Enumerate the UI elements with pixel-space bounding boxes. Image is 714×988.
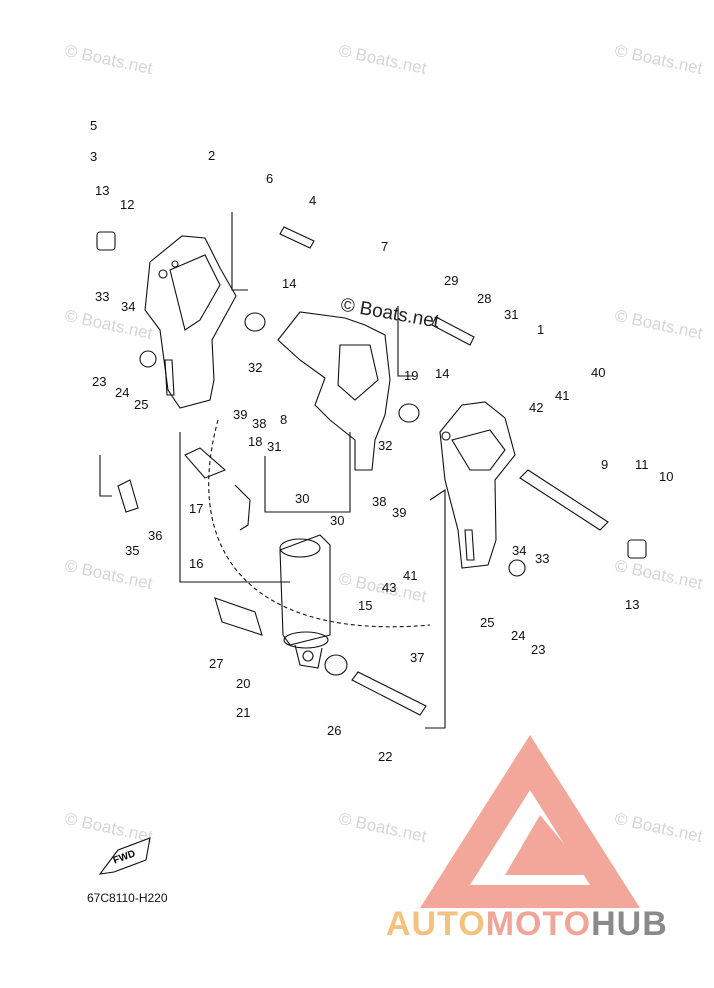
tilt-cylinder: [279, 534, 331, 669]
collar-13b: [627, 539, 647, 559]
callout-6: 6: [266, 171, 273, 186]
callout-41: 41: [403, 568, 417, 583]
collar-13a: [96, 231, 116, 251]
callout-13: 13: [95, 183, 109, 198]
callout-30: 30: [330, 513, 344, 528]
spacer-27: [214, 597, 263, 636]
callout-33: 33: [95, 289, 109, 304]
callout-31: 31: [504, 307, 518, 322]
bush-14a: [244, 312, 266, 332]
callout-37: 37: [410, 650, 424, 665]
callout-39: 39: [392, 505, 406, 520]
callout-5: 5: [90, 118, 97, 133]
brand-part-1: AUTO: [386, 905, 486, 943]
callout-10: 10: [659, 469, 673, 484]
callout-43: 43: [382, 580, 396, 595]
plate-17: [184, 447, 227, 479]
callout-24: 24: [115, 385, 129, 400]
plate-35: [117, 479, 139, 513]
bush-14b: [398, 403, 420, 423]
callout-27: 27: [209, 656, 223, 671]
bush-25a: [139, 350, 157, 368]
callout-38: 38: [252, 416, 266, 431]
callout-25: 25: [480, 615, 494, 630]
callout-42: 42: [529, 400, 543, 415]
callout-41: 41: [555, 388, 569, 403]
callout-23: 23: [92, 374, 106, 389]
callout-21: 21: [236, 705, 250, 720]
rod-16: [234, 484, 251, 531]
left-bracket: [144, 235, 237, 409]
callout-35: 35: [125, 543, 139, 558]
callout-25: 25: [134, 397, 148, 412]
drawing-code: 67C8110-H220: [87, 891, 168, 905]
callout-22: 22: [378, 749, 392, 764]
callout-29: 29: [444, 273, 458, 288]
callout-13: 13: [625, 597, 639, 612]
callout-28: 28: [477, 291, 491, 306]
callout-34: 34: [121, 299, 135, 314]
callout-33: 33: [535, 551, 549, 566]
brand-logo-triangle: [420, 735, 640, 908]
bush-25b: [508, 559, 526, 577]
pin-4: [279, 226, 315, 249]
callout-20: 20: [236, 676, 250, 691]
brand-part-2: MOTO: [485, 905, 592, 943]
callout-32: 32: [248, 360, 262, 375]
brand-wordmark: AUTOMOTOHUB: [386, 905, 668, 944]
hose-37: [208, 419, 431, 628]
callout-2: 2: [208, 148, 215, 163]
callout-1: 1: [537, 322, 544, 337]
callout-19: 19: [404, 368, 418, 383]
callout-15: 15: [358, 598, 372, 613]
right-bracket: [439, 401, 516, 569]
callout-3: 3: [90, 149, 97, 164]
shaft-9: [519, 469, 609, 531]
callout-32: 32: [378, 438, 392, 453]
callout-26: 26: [327, 723, 341, 738]
callout-9: 9: [601, 457, 608, 472]
brand-part-3: HUB: [591, 905, 668, 943]
callout-40: 40: [591, 365, 605, 380]
pin-28: [431, 316, 475, 346]
fwd-arrow: [98, 837, 151, 875]
callout-4: 4: [309, 193, 316, 208]
swivel-bracket: [277, 311, 391, 471]
callout-14: 14: [282, 276, 296, 291]
callout-36: 36: [148, 528, 162, 543]
bush-26: [324, 654, 348, 676]
callouts: 5 3 2 6 4 13 12 33 34 14 7 29 28 31 1 23…: [90, 118, 673, 764]
callout-23: 23: [531, 642, 545, 657]
shaft-22: [351, 671, 427, 716]
callout-31: 31: [267, 439, 281, 454]
callout-14: 14: [435, 366, 449, 381]
callout-8: 8: [280, 412, 287, 427]
callout-34: 34: [512, 543, 526, 558]
callout-12: 12: [120, 197, 134, 212]
callout-39: 39: [233, 407, 247, 422]
callout-18: 18: [248, 434, 262, 449]
callout-7: 7: [381, 239, 388, 254]
callout-30: 30: [295, 491, 309, 506]
callout-16: 16: [189, 556, 203, 571]
callout-38: 38: [372, 494, 386, 509]
callout-17: 17: [189, 501, 203, 516]
callout-24: 24: [511, 628, 525, 643]
callout-11: 11: [635, 457, 649, 472]
